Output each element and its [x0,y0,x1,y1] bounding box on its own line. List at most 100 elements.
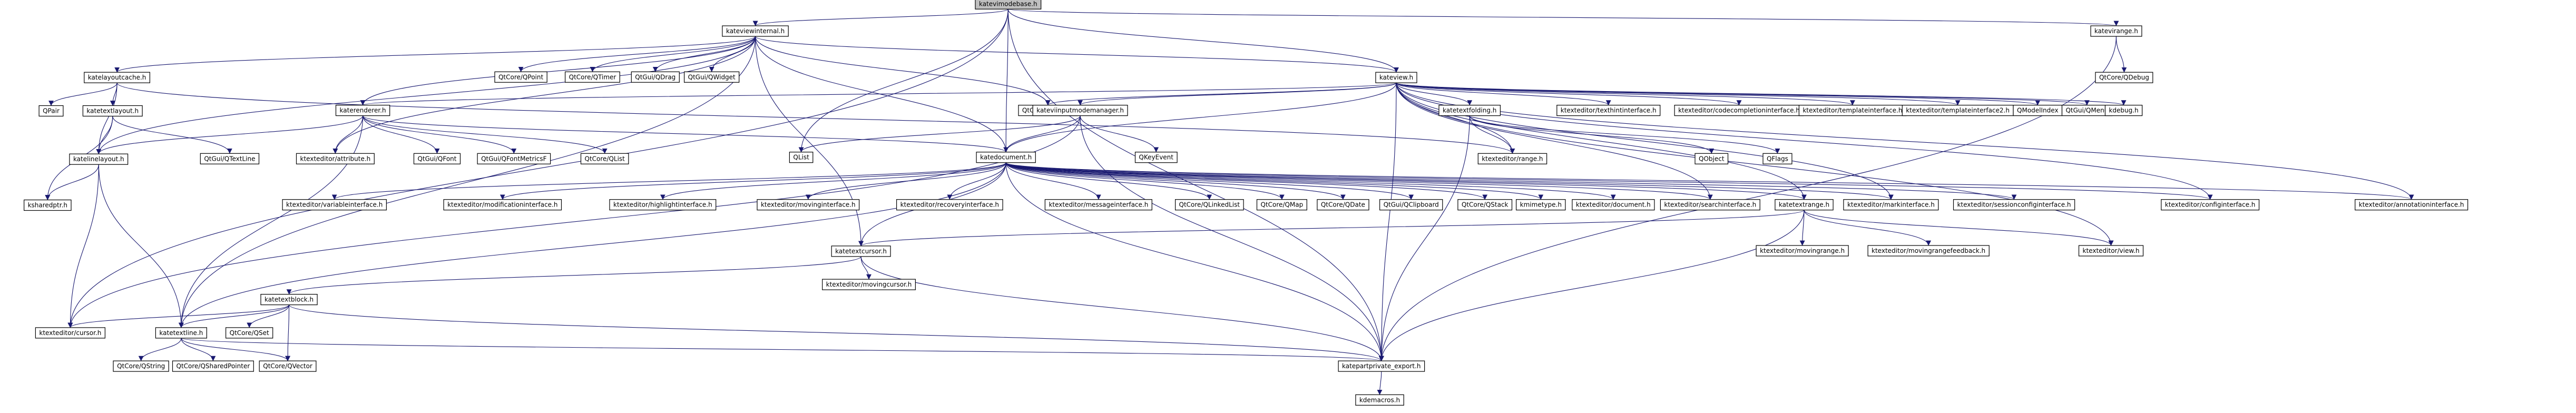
edge-katerenderer-to-katelinelayout [96,115,364,154]
edge-katedocument-to-ktexteditor_modification [500,162,1006,200]
node-label: QFlags [1767,155,1788,162]
node-qcore-qvector[interactable]: QtCore/QVector [259,360,317,372]
node-katetextlayout[interactable]: katetextlayout.h [82,105,143,117]
node-qcore-qpoint[interactable]: QtCore/QPoint [494,71,547,83]
node-label: kateviewinternal.h [726,27,785,35]
node-katetextcursor[interactable]: katetextcursor.h [831,245,891,257]
edge-katedocument-to-ktexteditor_moving [805,162,1006,200]
node-kateviewinternal[interactable]: kateviewinternal.h [722,25,789,37]
node-label: ktexteditor/highlightinterface.h [613,201,712,209]
edge-katedocument-to-qcore_qdate [1005,162,1346,200]
node-katedocument[interactable]: katedocument.h [976,152,1036,163]
node-kdemacros[interactable]: kdemacros.h [1355,394,1404,406]
node-katevirange[interactable]: katevirange.h [2090,25,2142,37]
node-qcore-qsharedpointer[interactable]: QtCore/QSharedPointer [172,360,254,372]
node-ktexteditor-cursor[interactable]: ktexteditor/cursor.h [35,327,106,339]
node-box [1457,199,1513,211]
node-qcore-qlist[interactable]: QtCore/QList [580,153,629,164]
node-ktexteditor-annotation[interactable]: ktexteditor/annotationinterface.h [2355,199,2469,211]
node-label: QtCore/QMap [1261,201,1304,209]
node-ktexteditor-movingrange[interactable]: ktexteditor/movingrange.h [1756,245,1849,257]
node-ktexteditor-variable[interactable]: ktexteditor/variableinterface.h [282,199,387,211]
node-label: ktexteditor/attribute.h [300,155,371,162]
node-katetextblock[interactable]: katetextblock.h [260,293,318,306]
node-katemodebase[interactable]: katevimodebase.h [975,0,1042,9]
node-qcore-qtimer[interactable]: QtCore/QTimer [564,71,620,83]
node-ksharedptr[interactable]: ksharedptr.h [23,199,72,211]
node-qcore-qstring[interactable]: QtCore/QString [113,360,169,372]
node-ktexteditor-modification[interactable]: ktexteditor/modificationinterface.h [443,199,562,211]
node-kdebug[interactable]: kdebug.h [2104,105,2143,116]
node-qcore-qdebug[interactable]: QtCore/QDebug [2095,72,2153,83]
node-katelinelayout[interactable]: katelinelayout.h [69,153,129,165]
node-ktexteditor-view[interactable]: ktexteditor/view.h [2078,245,2144,257]
node-qgui-qfontmetricsf[interactable]: QtGui/QFontMetricsF [477,153,551,164]
node-box [172,360,254,372]
edge-katerenderer-to-qcore_qlist [363,115,608,154]
node-box [580,153,629,164]
node-ktexteditor-document[interactable]: ktexteditor/document.h [1572,199,1655,211]
node-box [1044,199,1152,211]
node-qmodelindex[interactable]: QModelIndex [2013,105,2063,116]
node-qcore-qdate[interactable]: QtCore/QDate [1317,199,1369,211]
node-ktexteditor-movingcursor[interactable]: ktexteditor/movingcursor.h [822,279,916,290]
edge-katedocument-to-ktexteditor_sessionconfig [1005,162,2016,200]
node-ktexteditor-template2[interactable]: ktexteditor/templateinterface2.h [1902,105,2014,116]
node-ktexteditor-attribute[interactable]: ktexteditor/attribute.h [296,153,375,164]
node-kateviinputmodemanager[interactable]: kateviinputmodemanager.h [1032,105,1128,116]
node-qcore-qstack[interactable]: QtCore/QStack [1457,199,1513,211]
edge-katelinelayout-to-katetextline [98,164,184,328]
node-ktexteditor-range[interactable]: ktexteditor/range.h [1477,153,1547,164]
node-katepartprivate-export[interactable]: katepartprivate_export.h [1338,360,1425,372]
node-qcore-qlinkedlist[interactable]: QtCore/QLinkedList [1175,199,1244,211]
edge-kateviewinternal-to-ktexteditor_attribute [332,36,756,154]
node-box [82,105,143,117]
node-ktexteditor-recovery[interactable]: ktexteditor/recoveryinterface.h [896,199,1003,211]
node-ktexteditor-sessionconfig[interactable]: ktexteditor/sessionconfiginterface.h [1953,199,2075,211]
node-ktexteditor-search[interactable]: ktexteditor/searchinterface.h [1660,199,1760,211]
node-qgui-qfont[interactable]: QtGui/QFont [413,153,461,164]
node-label: katevirange.h [2094,27,2138,35]
node-label: katepartprivate_export.h [1342,362,1421,370]
node-qgui-qclipboard[interactable]: QtGui/QClipboard [1379,199,1443,211]
node-qobject[interactable]: QObject [1695,153,1729,164]
node-label: ktexteditor/markinterface.h [1847,201,1935,209]
node-ktexteditor-highlight[interactable]: ktexteditor/highlightinterface.h [609,199,717,211]
node-qlist[interactable]: QList [789,152,814,163]
node-kmimetype[interactable]: kmimetype.h [1516,199,1566,211]
node-ktexteditor-configinterface[interactable]: ktexteditor/configinterface.h [2161,199,2260,211]
node-qflags[interactable]: QFlags [1762,153,1793,164]
node-box [609,199,717,211]
node-katelayoutcache[interactable]: katelayoutcache.h [84,72,151,83]
node-label: QtCore/QSharedPointer [177,362,250,370]
node-ktexteditor-message[interactable]: ktexteditor/messageinterface.h [1044,199,1152,211]
node-katetextline[interactable]: katetextline.h [155,327,207,339]
edge-kateviewinternal-to-qcore_qpoint [518,36,756,72]
node-label: katetextline.h [159,329,203,337]
edge-katedocument-to-katetextrange [1005,162,1807,200]
node-qgui-qdrag[interactable]: QtGui/QDrag [631,71,680,83]
node-label: QtCore/QSet [230,329,269,337]
edge-katedocument-to-ktexteditor_recovery [947,162,1006,200]
node-ktexteditor-codecompletion[interactable]: ktexteditor/codecompletioninterface.h [1674,105,1804,116]
node-ktexteditor-markinterface[interactable]: ktexteditor/markinterface.h [1843,199,1939,211]
node-ktexteditor-texthint[interactable]: ktexteditor/texthintinterface.h [1556,105,1661,116]
node-katerenderer[interactable]: katerenderer.h [335,105,390,116]
node-qkeyevent[interactable]: QKeyEvent [1134,152,1178,163]
node-box [226,327,273,339]
node-ktexteditor-template[interactable]: ktexteditor/templateinterface.h [1798,105,1907,116]
node-qgui-qmenu[interactable]: QtGui/QMenu [2061,105,2112,116]
node-ktexteditor-moving[interactable]: ktexteditor/movinginterface.h [757,199,860,211]
node-ktexteditor-movingrangefeedback[interactable]: ktexteditor/movingrangefeedback.h [1867,245,1990,257]
node-qcore-qset[interactable]: QtCore/QSet [226,327,273,339]
node-qcore-qmap[interactable]: QtCore/QMap [1256,199,1307,211]
node-qpair[interactable]: QPair [38,105,64,117]
node-box [757,199,860,211]
edge-kateviewinternal-to-katerenderer [360,36,756,106]
node-kateview[interactable]: kateview.h [1375,72,1417,83]
node-katetextfolding[interactable]: katetextfolding.h [1438,105,1501,116]
node-katetextrange[interactable]: katetextrange.h [1775,199,1834,211]
node-qgui-qtextline[interactable]: QtGui/QTextLine [200,153,260,164]
nodes: katevimodebase.h kateviewinternal.h katevi… [23,0,2469,406]
node-qgui-qwidget[interactable]: QtGui/QWidget [683,71,740,83]
